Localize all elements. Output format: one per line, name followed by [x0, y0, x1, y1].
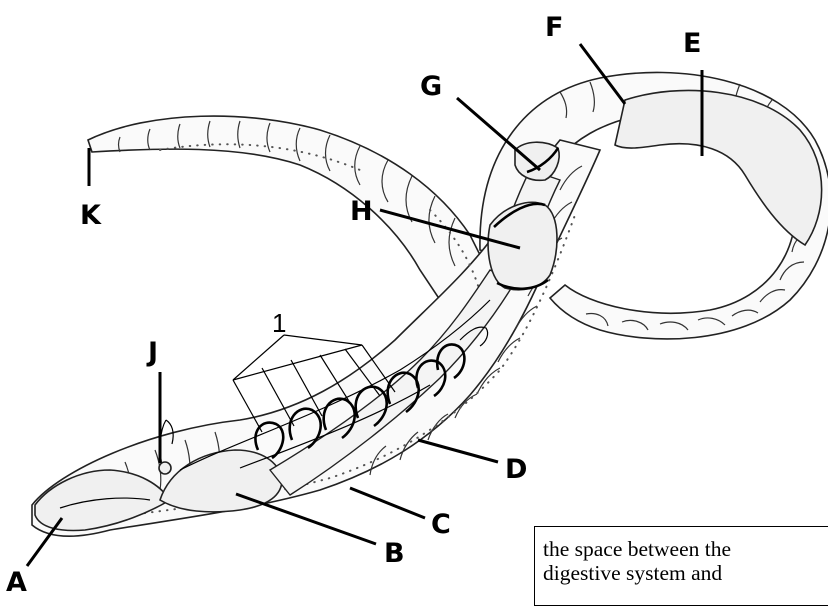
label-e: E — [683, 28, 701, 59]
gizzard — [515, 142, 559, 180]
note-line-2: digestive system and — [543, 561, 828, 585]
worm-body — [32, 72, 828, 536]
label-b: B — [384, 538, 405, 569]
note-box: the space between the digestive system a… — [534, 526, 828, 606]
label-k: K — [80, 200, 102, 231]
note-line-1: the space between the — [543, 537, 828, 561]
cerebral-ganglion — [159, 462, 171, 474]
label-h: H — [350, 196, 373, 227]
label-g: G — [420, 71, 442, 102]
label-1: 1 — [272, 308, 286, 338]
earthworm-diagram: A B C D E F G H J K 1 — [0, 0, 828, 593]
label-f: F — [545, 12, 563, 43]
leader-b — [236, 494, 376, 544]
label-a: A — [6, 567, 27, 593]
label-d: D — [505, 454, 527, 485]
leader-d — [418, 440, 498, 462]
label-j: J — [146, 337, 158, 368]
label-c: C — [431, 509, 451, 540]
crop — [488, 202, 557, 289]
leader-c — [350, 488, 425, 518]
